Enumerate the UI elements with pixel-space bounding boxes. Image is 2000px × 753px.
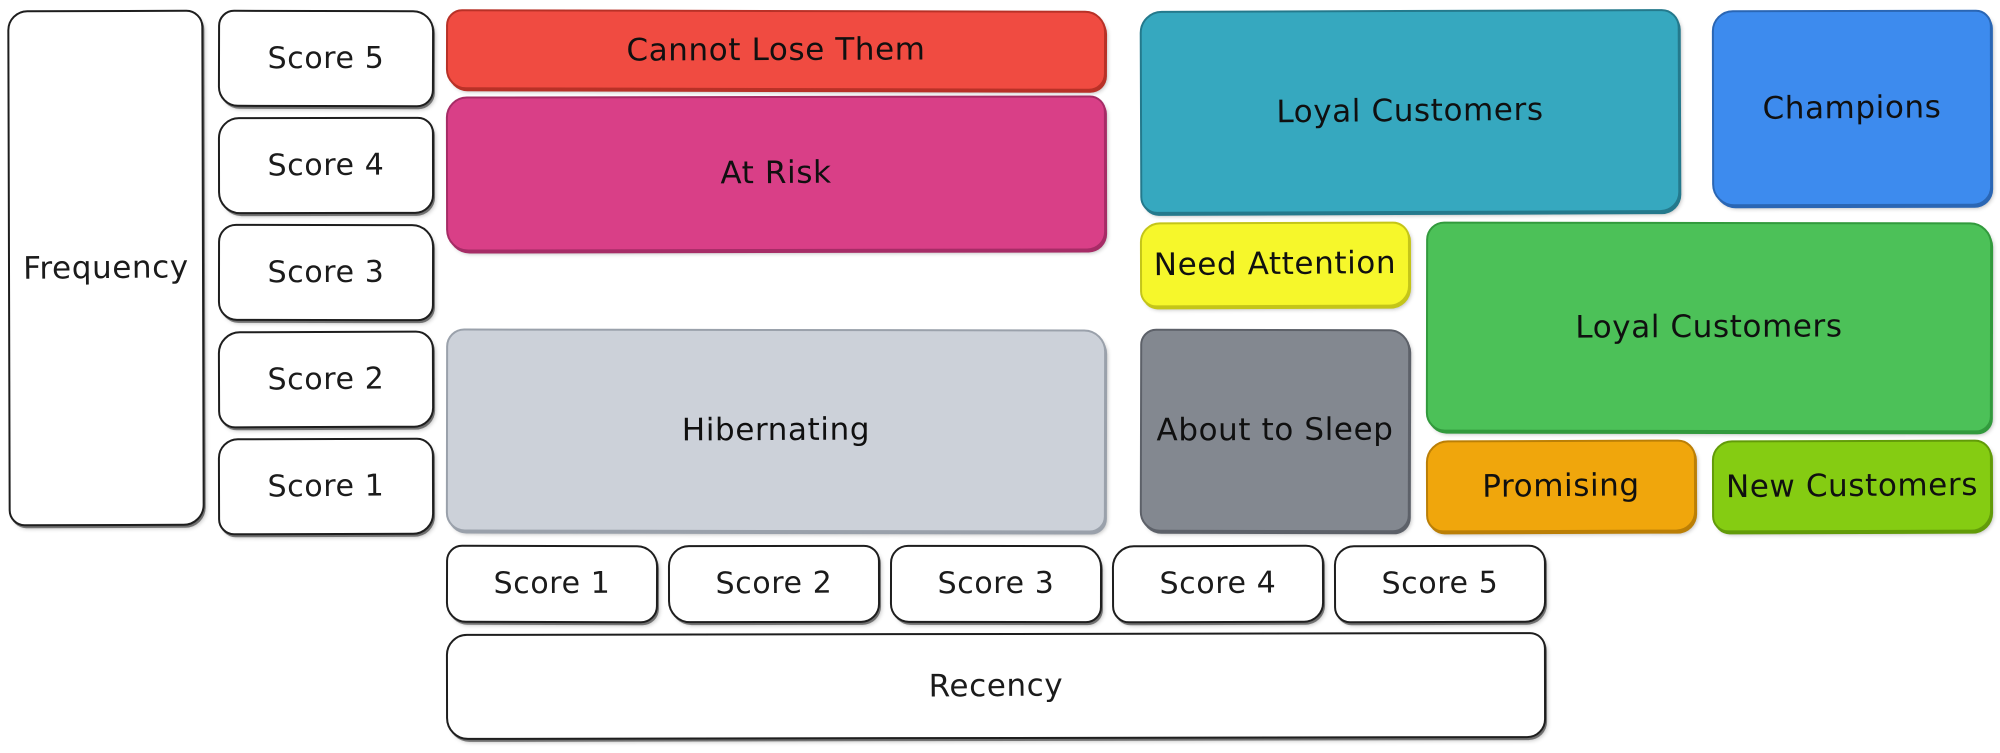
segment-label: Loyal Customers (1575, 308, 1843, 346)
y-axis-title-frequency: Frequency (7, 9, 205, 527)
y-axis-score-1[interactable]: Score 1 (217, 437, 435, 536)
segment-loyal-customers-teal[interactable]: Loyal Customers (1139, 9, 1681, 214)
x-axis-score-4[interactable]: Score 4 (1111, 544, 1325, 624)
segment-champions[interactable]: Champions (1711, 9, 1993, 207)
segment-need-attention[interactable]: Need Attention (1139, 221, 1411, 308)
segment-at-risk[interactable]: At Risk (445, 95, 1107, 252)
segment-about-to-sleep[interactable]: About to Sleep (1139, 328, 1411, 533)
segment-label: About to Sleep (1156, 411, 1394, 449)
x-axis-score-3[interactable]: Score 3 (889, 544, 1103, 624)
x-axis-title-label: Recency (928, 667, 1064, 705)
segment-label: At Risk (720, 154, 832, 192)
segment-new-customers[interactable]: New Customers (1711, 439, 1993, 533)
segment-hibernating[interactable]: Hibernating (445, 328, 1107, 533)
y-axis-score-2[interactable]: Score 2 (217, 330, 435, 429)
segment-promising[interactable]: Promising (1425, 439, 1697, 533)
y-axis-score-5[interactable]: Score 5 (217, 9, 435, 108)
segment-loyal-customers-green[interactable]: Loyal Customers (1425, 221, 1993, 433)
segment-label: Hibernating (681, 411, 871, 449)
segment-cannot-lose-them[interactable]: Cannot Lose Them (445, 9, 1107, 91)
segment-label: Champions (1762, 88, 1942, 127)
y-axis-title-label: Frequency (23, 248, 189, 287)
segment-label: Need Attention (1153, 245, 1397, 284)
x-axis-title-recency: Recency (445, 632, 1547, 740)
y-axis-score-3[interactable]: Score 3 (217, 223, 435, 322)
segment-label: Cannot Lose Them (626, 31, 926, 69)
x-axis-score-2[interactable]: Score 2 (667, 544, 881, 624)
segment-label: Promising (1482, 466, 1640, 505)
x-axis-score-5[interactable]: Score 5 (1333, 544, 1547, 624)
y-axis-score-4[interactable]: Score 4 (217, 116, 435, 215)
x-axis-score-1[interactable]: Score 1 (445, 544, 659, 624)
segment-label: Loyal Customers (1276, 91, 1544, 131)
segment-label: New Customers (1725, 466, 1979, 505)
